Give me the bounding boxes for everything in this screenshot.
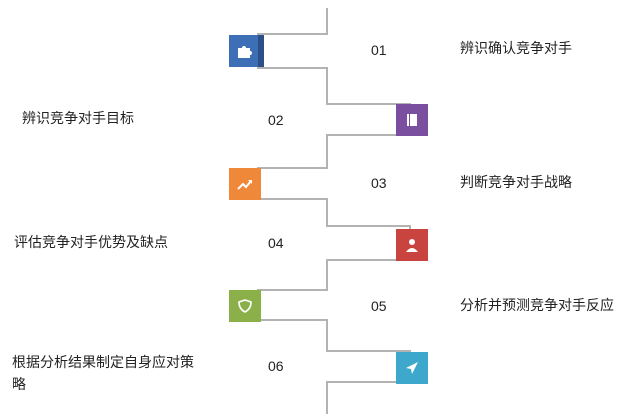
step-3-icon-box — [229, 168, 261, 200]
step-2-icon-box — [396, 104, 428, 136]
step-5-number: 05 — [371, 298, 387, 314]
connector-line-3 — [257, 259, 411, 360]
person-icon — [406, 239, 418, 252]
connector-line-4 — [326, 381, 410, 414]
step-4-icon-box — [396, 229, 428, 261]
puzzle-icon — [238, 46, 252, 58]
step-1-icon-box — [229, 35, 261, 67]
step-5-label: 分析并预测竞争对手反应 — [460, 298, 614, 314]
step-2-number: 02 — [268, 112, 284, 128]
step-3-label: 判断竞争对手战略 — [460, 175, 572, 191]
step-2-label: 辨识竞争对手目标 — [22, 111, 134, 127]
step-1-number: 01 — [371, 42, 387, 58]
connector-line-2 — [257, 134, 411, 245]
step-3-number: 03 — [371, 175, 387, 191]
step-6-number: 06 — [268, 358, 284, 374]
trend-icon — [237, 180, 252, 190]
step-4-number: 04 — [268, 235, 284, 251]
book-icon — [407, 114, 417, 126]
step-4-label: 评估竞争对手优势及缺点 — [14, 235, 168, 251]
step-1-icon-shadow — [258, 35, 264, 67]
step-5-icon-box — [229, 290, 261, 322]
connector-line-1 — [257, 8, 411, 120]
navigation-icon — [406, 362, 418, 374]
step-6-label: 根据分析结果制定自身应对策略 — [12, 355, 194, 393]
shield-icon — [238, 299, 252, 313]
step-1-label: 辨识确认竞争对手 — [460, 41, 572, 57]
step-6-icon-box — [396, 352, 428, 384]
